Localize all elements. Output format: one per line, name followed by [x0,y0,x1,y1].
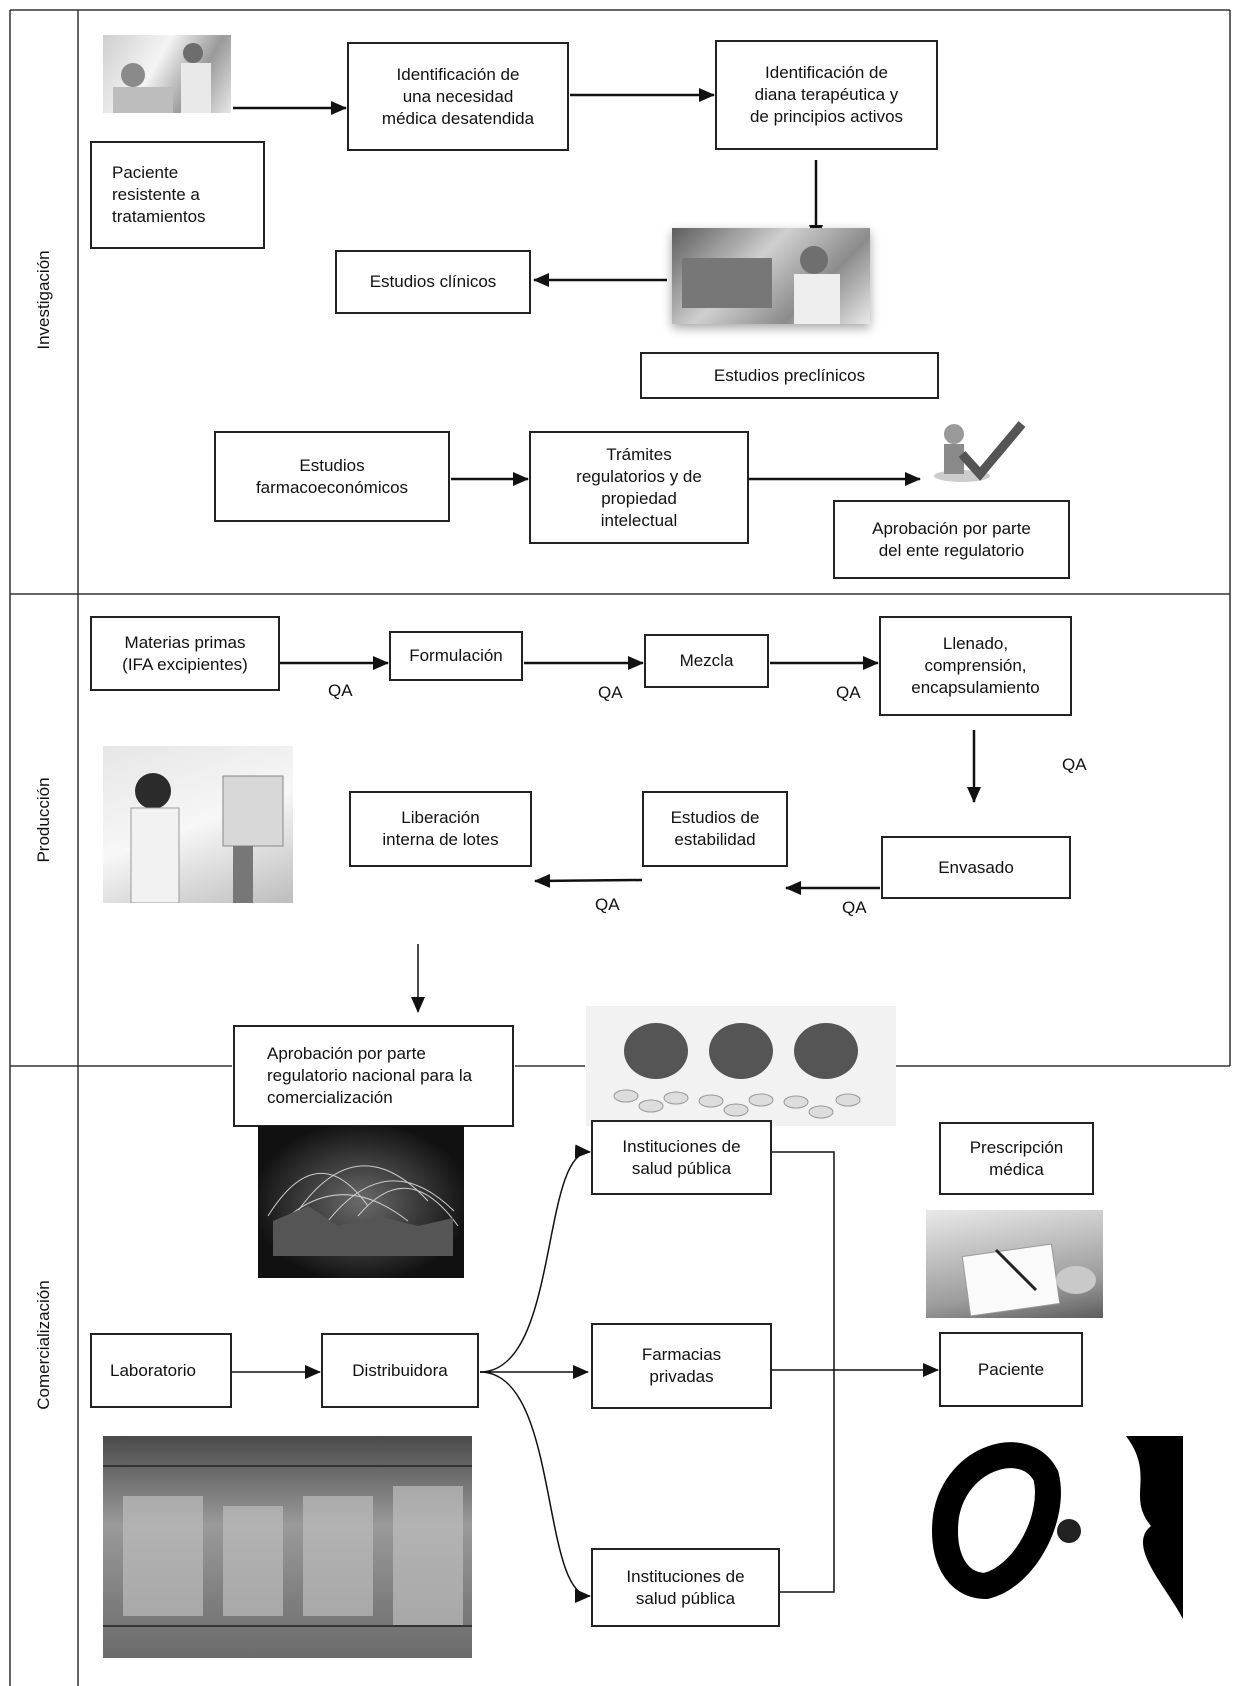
estudios-clinicos-box: Estudios clínicos [335,250,531,314]
llenado-box: Llenado, comprensión, encapsulamiento [879,616,1072,716]
lab-technician-photo [103,746,293,903]
approval-check-icon [932,414,1028,484]
envasado-box: Envasado [881,836,1071,899]
laboratorio-box: Laboratorio [90,1333,232,1408]
necesidad-medica-box: Identificación de una necesidad médica d… [347,42,569,151]
qa-label-5: QA [595,895,620,914]
prescripcion-medica-box: Prescripción médica [939,1122,1094,1195]
world-network-photo [258,1126,464,1278]
doctor-patient-photo [103,35,231,113]
warehouse-photo [103,1436,472,1658]
diana-terapeutica-box: Identificación de diana terapéutica y de… [715,40,938,150]
aprobacion-ente-box: Aprobación por parte del ente regulatori… [833,500,1070,579]
section-label-produccion: Producción [34,777,53,863]
mezcla-box: Mezcla [644,634,769,688]
arrows-comercializacion [232,1144,939,1603]
pills-bottles-photo [586,1006,896,1126]
qa-label-1: QA [328,681,353,700]
qa-label-6: QA [842,898,867,917]
estudios-farmacoeconomicos-box: Estudios farmacoeconómicos [214,431,450,522]
distribuidora-box: Distribuidora [321,1333,479,1408]
estudios-preclinicos-box: Estudios preclínicos [640,352,939,399]
paciente-resistente-box: Paciente resistente a tratamientos [90,141,265,249]
farmacias-privadas-box: Farmacias privadas [591,1323,772,1409]
qa-label-4: QA [1062,755,1087,774]
instituciones-salud-2-box: Instituciones de salud pública [591,1548,780,1627]
tramites-regulatorios-box: Trámites regulatorios y de propiedad int… [529,431,749,544]
arrows-investigacion [233,88,921,486]
aprobacion-nacional-box: Aprobación por parte regulatorio naciona… [233,1025,514,1127]
section-label-investigacion: Investigación [34,250,53,350]
paciente-box: Paciente [939,1332,1083,1407]
frame [9,9,1231,1686]
estudios-estabilidad-box: Estudios de estabilidad [642,791,788,867]
instituciones-salud-1-box: Instituciones de salud pública [591,1120,772,1195]
prescription-writing-photo [926,1210,1103,1318]
arrows-produccion [280,656,981,895]
qa-label-2: QA [598,683,623,702]
section-label-comercializacion: Comercialización [34,1280,53,1410]
liberacion-lotes-box: Liberación interna de lotes [349,791,532,867]
qa-label-3: QA [836,683,861,702]
patient-taking-pill-photo [926,1436,1183,1619]
lab-researcher-photo [672,228,870,324]
formulacion-box: Formulación [389,631,523,681]
materias-primas-box: Materias primas (IFA excipientes) [90,616,280,691]
